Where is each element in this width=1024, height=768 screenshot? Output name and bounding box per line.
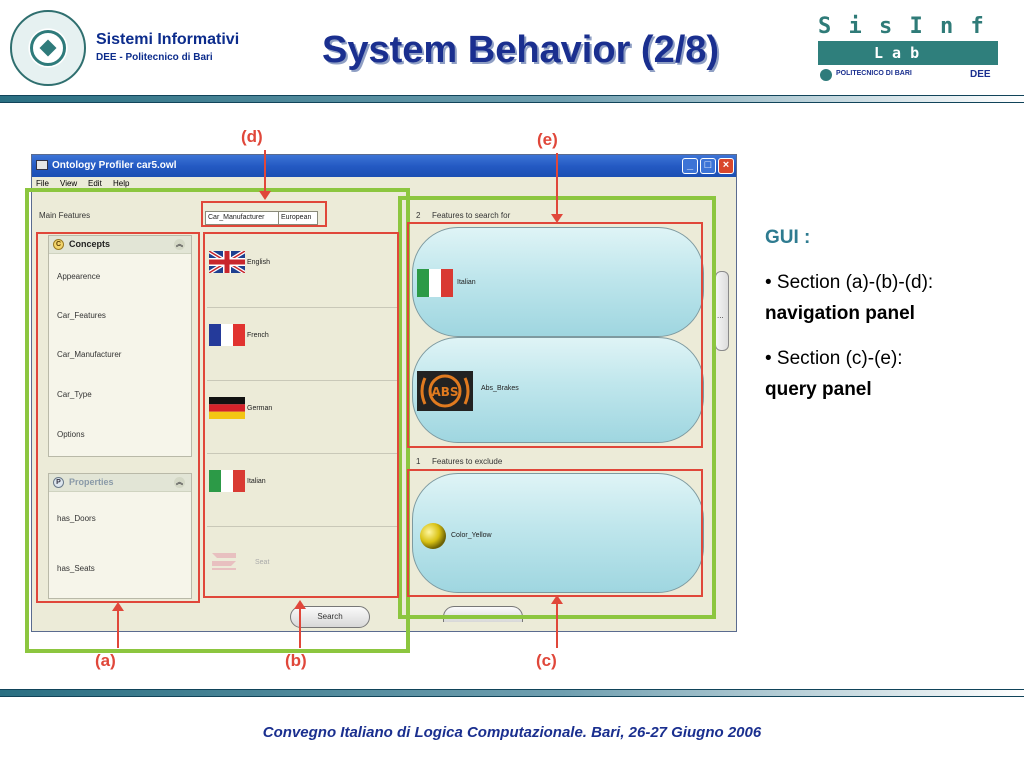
properties-header[interactable]: P Properties ︽ — [49, 474, 191, 492]
bullet-2-line-2: query panel — [765, 379, 872, 400]
concept-c-icon: C — [53, 239, 64, 250]
nav-search-button[interactable]: Search — [290, 606, 370, 628]
collapse-chevron-icon[interactable]: ︽ — [174, 239, 185, 250]
menu-help[interactable]: Help — [113, 179, 130, 188]
value-label: Italian — [247, 478, 266, 485]
annotation-label-a: (a) — [95, 651, 116, 670]
value-label: German — [247, 405, 273, 412]
value-label: French — [247, 332, 269, 339]
exclude-feature-color-yellow[interactable]: Color_Yellow — [412, 473, 704, 593]
breadcrumb-car-manufacturer[interactable]: Car_Manufacturer — [205, 211, 279, 225]
org-subtitle: DEE - Politecnico di Bari — [96, 52, 213, 63]
uk-flag-icon — [209, 251, 245, 273]
features-search-count: 2 — [416, 211, 421, 220]
concepts-panel: C Concepts ︽ Appearence Car_Features Car… — [48, 235, 192, 457]
property-p-icon: P — [53, 477, 64, 488]
value-label: Seat — [255, 559, 270, 566]
italy-flag-icon — [417, 269, 453, 297]
concept-item[interactable]: Car_Manufacturer — [57, 350, 122, 359]
annotation-label-b: (b) — [285, 651, 307, 670]
values-list: English French German Italian — [207, 235, 397, 600]
value-row-german[interactable]: German — [207, 381, 397, 454]
annotation-box-c — [407, 469, 703, 597]
exclude-feature-label: Color_Yellow — [451, 532, 492, 539]
concept-item[interactable]: Appearence — [57, 272, 101, 281]
concepts-header[interactable]: C Concepts ︽ — [49, 236, 191, 254]
value-label: English — [247, 259, 270, 266]
annotation-box-a — [36, 232, 200, 603]
footer-divider — [0, 689, 1024, 697]
annotation-label-d: (d) — [241, 127, 263, 146]
property-item[interactable]: has_Doors — [57, 514, 96, 523]
annotation-box-d — [201, 201, 327, 227]
properties-panel: P Properties ︽ has_Doors has_Seats — [48, 473, 192, 599]
maximize-button[interactable]: □ — [700, 158, 716, 174]
concept-item[interactable]: Car_Features — [57, 311, 106, 320]
annotation-arrow-e — [551, 153, 563, 223]
window-title: Ontology Profiler car5.owl — [52, 160, 177, 171]
menu-edit[interactable]: Edit — [88, 179, 102, 188]
menu-view[interactable]: View — [60, 179, 78, 188]
lab-logo-bar: L a b — [818, 41, 998, 65]
svg-text:ABS: ABS — [431, 385, 458, 399]
concept-item[interactable]: Car_Type — [57, 390, 92, 399]
annotation-label-c: (c) — [536, 651, 557, 670]
search-feature-label: Abs_Brakes — [481, 385, 519, 392]
abs-brakes-icon: ABS — [417, 371, 473, 411]
yellow-color-ball-icon — [420, 523, 446, 549]
bullet-1-line-2: navigation panel — [765, 303, 915, 324]
search-feature-italian[interactable]: Italian — [412, 227, 704, 337]
annotation-box-b — [203, 232, 399, 598]
search-feature-label: Italian — [457, 279, 476, 286]
window-titlebar: Ontology Profiler car5.owl _ □ × — [32, 155, 736, 177]
close-button[interactable]: × — [718, 158, 734, 174]
app-icon — [36, 160, 48, 170]
properties-header-label: Properties — [69, 477, 114, 487]
lab-poli-text: POLITECNICO DI BARI — [836, 70, 912, 77]
menu-file[interactable]: File — [36, 179, 49, 188]
slide-title: System Behavior (2/8) — [322, 29, 720, 71]
bullet-2-line-1: • Section (c)-(e): — [765, 348, 903, 369]
annotation-arrow-c — [551, 595, 563, 648]
header-divider — [0, 95, 1024, 103]
annotation-arrow-b — [294, 600, 306, 648]
value-row-english[interactable]: English — [207, 235, 397, 308]
value-row-french[interactable]: French — [207, 308, 397, 381]
annotation-box-e — [407, 222, 703, 448]
lab-dee-text: DEE — [970, 69, 991, 80]
politecnico-seal-logo — [10, 10, 86, 86]
scroll-dots: ... — [717, 311, 724, 320]
lab-logo-top: S i s I n f — [818, 14, 986, 39]
value-row-seat[interactable]: Seat — [207, 527, 397, 600]
footer-text: Convegno Italiano di Logica Computaziona… — [262, 724, 762, 741]
concept-item[interactable]: Options — [57, 430, 85, 439]
main-features-label: Main Features — [39, 211, 91, 220]
value-row-italian[interactable]: Italian — [207, 454, 397, 527]
bullet-1-line-1: • Section (a)-(b)-(d): — [765, 272, 934, 293]
features-exclude-label: Features to exclude — [432, 457, 503, 466]
breadcrumb-european[interactable]: European — [278, 211, 318, 225]
property-item[interactable]: has_Seats — [57, 564, 95, 573]
collapse-properties-icon[interactable]: ︽ — [174, 477, 185, 488]
italy-flag-icon — [209, 470, 245, 492]
annotation-arrow-d — [259, 150, 271, 200]
annotation-arrow-a — [112, 602, 124, 648]
minimize-button[interactable]: _ — [682, 158, 698, 174]
sisinf-lab-logo: S i s I n f L a b POLITECNICO DI BARI DE… — [818, 14, 998, 84]
menubar: File View Edit Help — [32, 177, 736, 191]
gui-label: GUI : — [765, 227, 811, 248]
seat-logo-icon — [212, 553, 236, 570]
search-feature-abs-brakes[interactable]: ABS Abs_Brakes — [412, 337, 704, 443]
germany-flag-icon — [209, 397, 245, 419]
annotation-label-e: (e) — [537, 130, 558, 149]
features-exclude-count: 1 — [416, 457, 421, 466]
concepts-header-label: Concepts — [69, 239, 111, 249]
poli-gear-icon — [820, 69, 832, 81]
org-name: Sistemi Informativi — [96, 31, 240, 48]
features-search-label: Features to search for — [432, 211, 511, 220]
france-flag-icon — [209, 324, 245, 346]
